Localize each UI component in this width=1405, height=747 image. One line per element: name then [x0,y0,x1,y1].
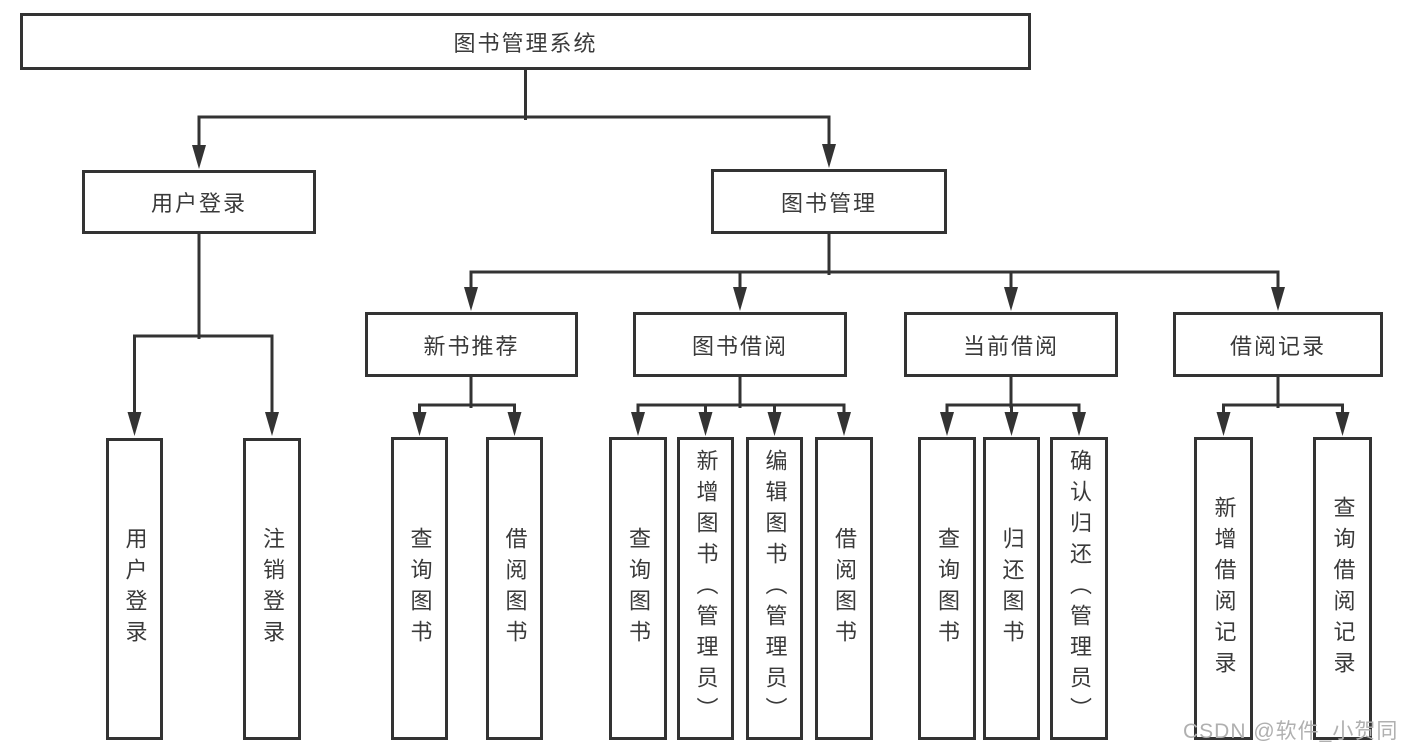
leaf-borrowing-query-books-label: 查询图书 [626,526,651,651]
leaf-newbooks-query-books: 查询图书 [391,437,448,740]
leaf-borrowing-edit-books-label: 编辑图书（管理员） [762,449,788,728]
leaf-user-login-label: 用户登录 [122,527,148,651]
node-book-borrowing: 图书借阅 [633,312,847,377]
leaf-current-confirm-return-label: 确认归还（管理员） [1067,449,1092,728]
node-user-login: 用户登录 [82,170,316,234]
leaf-records-query-record-label: 查询借阅记录 [1330,495,1356,682]
node-new-book-recommend: 新书推荐 [365,312,578,377]
leaf-logout: 注销登录 [243,438,301,740]
leaf-records-add-record: 新增借阅记录 [1194,437,1253,740]
leaf-records-query-record: 查询借阅记录 [1313,437,1372,740]
leaf-borrowing-borrow-books-label: 借阅图书 [832,526,857,651]
leaf-current-confirm-return: 确认归还（管理员） [1050,437,1108,740]
leaf-user-login: 用户登录 [106,438,163,740]
leaf-borrowing-add-books: 新增图书（管理员） [677,437,734,740]
leaf-newbooks-borrow-books-label: 借阅图书 [502,526,528,651]
leaf-records-add-record-label: 新增借阅记录 [1211,495,1237,682]
leaf-borrowing-add-books-label: 新增图书（管理员） [693,449,719,728]
csdn-watermark: CSDN @软件_小贺同学 [1183,720,1399,743]
leaf-borrowing-edit-books: 编辑图书（管理员） [746,437,803,740]
node-library-system: 图书管理系统 [20,13,1031,70]
node-borrow-records: 借阅记录 [1173,312,1383,377]
leaf-newbooks-query-books-label: 查询图书 [407,526,433,651]
leaf-current-query-books-label: 查询图书 [935,526,960,651]
leaf-borrowing-borrow-books: 借阅图书 [815,437,873,740]
leaf-borrowing-query-books: 查询图书 [609,437,667,740]
node-current-borrowing: 当前借阅 [904,312,1118,377]
leaf-current-query-books: 查询图书 [918,437,976,740]
leaf-current-return-books: 归还图书 [983,437,1040,740]
leaf-current-return-books-label: 归还图书 [999,526,1025,651]
node-book-management: 图书管理 [711,169,947,234]
leaf-logout-label: 注销登录 [260,527,285,651]
leaf-newbooks-borrow-books: 借阅图书 [486,437,543,740]
